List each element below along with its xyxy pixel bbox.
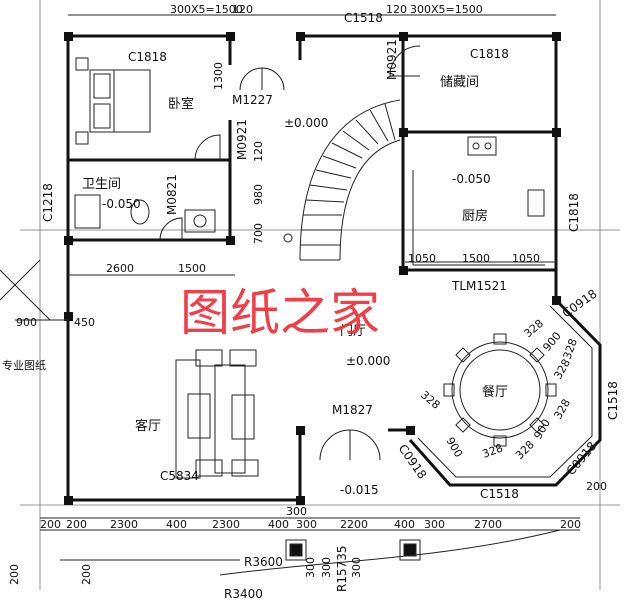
dining-table — [443, 333, 557, 447]
room-bathroom: 卫生间 — [82, 177, 121, 192]
dim-g900-2: 900 — [443, 435, 465, 460]
dim-b300a: 300 — [296, 518, 317, 531]
room-foyer: 门厅 — [340, 324, 366, 339]
sofa-set — [175, 349, 259, 479]
dim-b200b: 200 — [66, 518, 87, 531]
room-bedroom: 卧室 — [168, 96, 194, 112]
label-c1818-bedroom: C1818 — [128, 50, 167, 64]
dimension-lines — [15, 14, 580, 531]
dim-k1050b: 1050 — [512, 252, 540, 265]
dim-g328-3: 328 — [418, 388, 442, 411]
label-m1227: M1227 — [232, 93, 273, 107]
room-kitchen: 厨房 — [462, 208, 488, 224]
dim-1300: 1300 — [212, 62, 225, 90]
label-c1218: C1218 — [41, 183, 55, 222]
margin-note: 专业图纸 — [2, 358, 46, 372]
label-m0921-storage: M0921 — [385, 39, 399, 80]
dim-b300e: 300 — [320, 557, 333, 578]
dim-b200c: 200 — [560, 518, 581, 531]
dim-120: 120 — [252, 141, 265, 162]
label-c0918-a: C0918 — [560, 287, 600, 321]
dim-2600: 2600 — [106, 262, 134, 275]
dim-b2300a: 2300 — [110, 518, 138, 531]
label-m0921-bedroom: M0921 — [235, 119, 249, 160]
dim-top-120b: 120 — [386, 3, 407, 16]
label-r3600: R3600 — [244, 555, 283, 569]
dim-b200f: 200 — [80, 564, 93, 585]
dim-b300b: 300 — [424, 518, 445, 531]
dim-k1500: 1500 — [462, 252, 490, 265]
label-tlm1521: TLM1521 — [451, 279, 507, 293]
label-c1818-storage: C1818 — [470, 47, 509, 61]
dim-700: 700 — [252, 223, 265, 244]
level-bath: -0.050 — [102, 197, 141, 211]
label-m1827: M1827 — [332, 403, 373, 417]
dim-b400c: 400 — [394, 518, 415, 531]
dim-b2700: 2700 — [474, 518, 502, 531]
dim-b400a: 400 — [166, 518, 187, 531]
label-m0821: M0821 — [165, 174, 179, 215]
dim-g328-4: 328 — [481, 441, 505, 460]
level-entry: -0.015 — [340, 483, 379, 497]
dim-b300f: 300 — [350, 557, 363, 578]
room-storage: 储藏间 — [440, 75, 479, 90]
dim-b300c: 300 — [286, 505, 307, 518]
label-c5834: C5834 — [160, 469, 199, 483]
dim-top-right: 300X5=1500 — [410, 3, 483, 16]
dim-top-120a: 120 — [232, 3, 253, 16]
terrace-markers — [0, 259, 561, 576]
staircase — [283, 99, 401, 261]
dim-b200e: 200 — [8, 564, 21, 585]
dim-k1050a: 1050 — [408, 252, 436, 265]
level-stair: ±0.000 — [284, 116, 328, 130]
dim-g328-7: 328 — [551, 397, 573, 422]
dim-b2300b: 2300 — [212, 518, 240, 531]
dim-g328-6: 328 — [513, 438, 537, 462]
dim-980: 980 — [252, 184, 265, 205]
dim-b300d: 300 — [304, 557, 317, 578]
dim-b400b: 400 — [268, 518, 289, 531]
level-kitchen: -0.050 — [452, 172, 491, 186]
room-living: 客厅 — [135, 418, 161, 434]
dim-b2200: 2200 — [340, 518, 368, 531]
dim-top-left: 300X5=1500 — [170, 3, 243, 16]
room-dining: 餐厅 — [482, 384, 508, 400]
doors — [159, 45, 421, 461]
dim-1500: 1500 — [178, 262, 206, 275]
dim-450: 450 — [74, 316, 95, 329]
label-c1518-bottom: C1518 — [480, 487, 519, 501]
dim-900: 900 — [16, 316, 37, 329]
level-foyer: ±0.000 — [346, 354, 390, 368]
dim-b200d: 200 — [586, 480, 607, 493]
label-c0918-c: C0918 — [396, 442, 430, 482]
dim-g328-5: 328 — [561, 337, 580, 361]
watermark: 图纸之家 — [180, 284, 380, 342]
kitchen-fixtures — [412, 136, 545, 266]
label-r15735: R15735 — [335, 545, 349, 592]
columns — [64, 32, 561, 505]
dim-b200a: 200 — [40, 518, 61, 531]
label-r3400: R3400 — [224, 587, 263, 599]
dim-g328-1: 328 — [522, 317, 546, 340]
bed — [75, 57, 151, 145]
label-c1818-kitchen: C1818 — [567, 193, 581, 232]
bath-fixtures — [74, 194, 216, 233]
label-c1518-top: C1518 — [344, 11, 383, 25]
label-c1518-right: C1518 — [606, 381, 620, 420]
dim-g900-1: 900 — [540, 329, 563, 353]
